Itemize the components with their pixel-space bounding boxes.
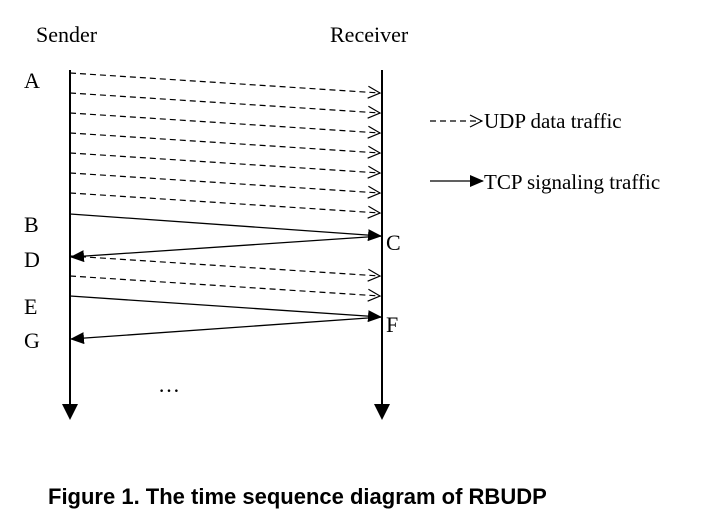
udp-packet [69, 275, 380, 296]
point-c-label: C [386, 230, 401, 255]
udp-packet [69, 192, 380, 213]
udp-burst-2 [69, 255, 380, 296]
tcp-signal-c-to-d [70, 235, 383, 263]
udp-packet [69, 92, 380, 113]
tcp-signal-e-to-f [69, 295, 382, 323]
receiver-lifeline [374, 70, 390, 420]
udp-packet [69, 255, 380, 276]
continuation-ellipsis: … [158, 372, 180, 397]
tcp-signal-f-to-g [70, 316, 383, 345]
point-e-label: E [24, 294, 38, 319]
sender-label: Sender [36, 22, 98, 47]
point-a-label: A [24, 68, 40, 93]
udp-burst-1 [69, 72, 380, 213]
figure-caption: Figure 1. The time sequence diagram of R… [48, 484, 547, 509]
udp-packet [69, 152, 380, 173]
point-d-label: D [24, 247, 40, 272]
legend-tcp-label: TCP signaling traffic [484, 170, 661, 194]
receiver-lifeline-arrowhead [374, 404, 390, 420]
point-g-label: G [24, 328, 40, 353]
receiver-label: Receiver [330, 22, 409, 47]
sender-lifeline-arrowhead [62, 404, 78, 420]
point-f-label: F [386, 312, 399, 337]
point-b-label: B [24, 212, 39, 237]
udp-packet [69, 172, 380, 193]
sender-lifeline [62, 70, 78, 420]
udp-packet [69, 112, 380, 133]
legend-udp-label: UDP data traffic [484, 109, 622, 133]
udp-packet [69, 132, 380, 153]
udp-packet [69, 72, 380, 93]
tcp-signal-b-to-c [69, 213, 382, 242]
